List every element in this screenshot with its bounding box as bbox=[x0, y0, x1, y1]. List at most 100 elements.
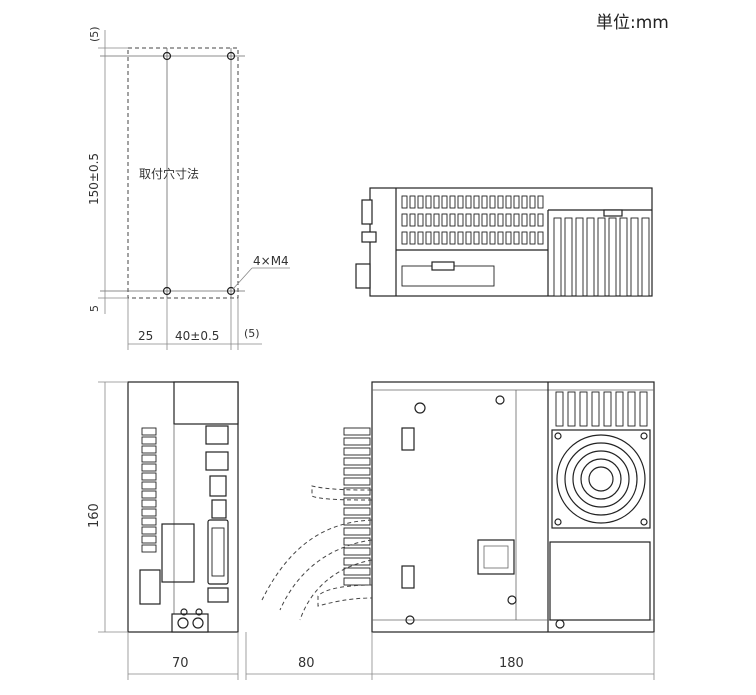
vent-slot bbox=[449, 213, 456, 227]
mounting-hole-top-left bbox=[162, 51, 172, 61]
heatsink-fin bbox=[575, 217, 584, 297]
dim-bottom-margin: 5 bbox=[88, 305, 101, 312]
connector-segment bbox=[343, 477, 371, 486]
vent-slot bbox=[537, 213, 544, 227]
connector-segment bbox=[343, 467, 371, 476]
vent-slot bbox=[481, 195, 488, 209]
dim-front-height: 160 bbox=[87, 503, 102, 528]
connector-segment bbox=[343, 547, 371, 556]
vent-slot bbox=[457, 195, 464, 209]
vent-slot bbox=[401, 213, 408, 227]
connector-segment bbox=[343, 507, 371, 516]
vent-slot bbox=[465, 231, 472, 245]
mounting-hole-label: 取付穴寸法 bbox=[139, 166, 199, 181]
fan-ring bbox=[572, 450, 630, 508]
vent-slot bbox=[417, 213, 424, 227]
vent-slot bbox=[481, 213, 488, 227]
top-view bbox=[355, 187, 653, 297]
vent-slot bbox=[417, 231, 424, 245]
mounting-hole-view: 取付穴寸法 4×M4 (5) 150±0.5 5 25 40±0.5 (5) bbox=[87, 26, 290, 350]
side-connector-stack bbox=[343, 427, 371, 586]
dim-depth: 180 bbox=[499, 656, 524, 671]
vent-slot bbox=[529, 231, 536, 245]
side-cutout bbox=[477, 539, 515, 575]
top-view-vents bbox=[401, 195, 544, 245]
heatsink-fin bbox=[619, 217, 628, 297]
vent-slot bbox=[457, 231, 464, 245]
cable-4 bbox=[311, 485, 373, 501]
dim-left-offset: 25 bbox=[138, 329, 153, 343]
vent-slot bbox=[465, 195, 472, 209]
heatsink-fin bbox=[641, 217, 650, 297]
heatsink-fin bbox=[630, 217, 639, 297]
terminal-pin bbox=[141, 472, 157, 481]
vent-slot bbox=[449, 231, 456, 245]
cable-5 bbox=[317, 584, 373, 607]
connector-segment bbox=[343, 437, 371, 446]
vent-slot bbox=[489, 195, 496, 209]
connector-segment bbox=[343, 537, 371, 546]
terminal-pin bbox=[141, 454, 157, 463]
cooling-fan bbox=[556, 434, 646, 524]
vent-slot bbox=[481, 231, 488, 245]
terminal-pin bbox=[141, 508, 157, 517]
mounting-hole-bottom-left bbox=[162, 286, 172, 296]
dim-cable-clearance: 80 bbox=[298, 656, 315, 671]
front-cover bbox=[173, 381, 239, 425]
fan-ring bbox=[564, 442, 638, 516]
vent-slot bbox=[505, 195, 512, 209]
vent-slot bbox=[473, 195, 480, 209]
vent-slot bbox=[489, 213, 496, 227]
ground-screw-2 bbox=[192, 617, 204, 629]
heatsink-fin bbox=[555, 391, 564, 427]
usb-port bbox=[209, 475, 227, 497]
mounting-hole-top-right bbox=[226, 51, 236, 61]
encoder-connector bbox=[207, 587, 229, 603]
heatsink-fin bbox=[627, 391, 636, 427]
rj45-port-2 bbox=[205, 451, 229, 471]
terminal-pin bbox=[141, 463, 157, 472]
front-terminal-block bbox=[141, 427, 157, 553]
vent-slot bbox=[417, 195, 424, 209]
heatsink-fin bbox=[615, 391, 624, 427]
vent-slot bbox=[433, 231, 440, 245]
connector-segment bbox=[343, 427, 371, 436]
cable-1 bbox=[261, 519, 373, 601]
fan-ring bbox=[588, 466, 614, 492]
fan-ring bbox=[580, 458, 622, 500]
vent-slot bbox=[537, 195, 544, 209]
terminal-pin bbox=[141, 544, 157, 553]
terminal-pin bbox=[141, 517, 157, 526]
connector-segment bbox=[343, 447, 371, 456]
connector-segment bbox=[343, 557, 371, 566]
mounting-hole-bottom-right bbox=[226, 286, 236, 296]
ground-screw-1 bbox=[177, 617, 189, 629]
vent-slot bbox=[497, 213, 504, 227]
connector-segment bbox=[343, 497, 371, 506]
vent-slot bbox=[497, 195, 504, 209]
vent-slot bbox=[473, 231, 480, 245]
vent-slot bbox=[401, 231, 408, 245]
heatsink-fin bbox=[603, 391, 612, 427]
heatsink-fins-side bbox=[555, 391, 648, 427]
dim-top-margin: (5) bbox=[88, 26, 101, 42]
terminal-pin bbox=[141, 481, 157, 490]
side-view: 80 180 bbox=[245, 381, 655, 680]
vent-slot bbox=[489, 231, 496, 245]
vent-slot bbox=[433, 195, 440, 209]
vent-slot bbox=[433, 213, 440, 227]
vent-slot bbox=[497, 231, 504, 245]
vent-slot bbox=[513, 195, 520, 209]
terminal-pin bbox=[141, 535, 157, 544]
heatsink-fin bbox=[591, 391, 600, 427]
vent-slot bbox=[529, 195, 536, 209]
vent-slot bbox=[505, 231, 512, 245]
front-small-connector bbox=[139, 569, 161, 605]
terminal-pin bbox=[141, 490, 157, 499]
heatsink-fin bbox=[553, 217, 562, 297]
heatsink-fins-top bbox=[553, 217, 650, 297]
connector-segment bbox=[343, 457, 371, 466]
vent-slot bbox=[521, 231, 528, 245]
vent-slot bbox=[521, 213, 528, 227]
vent-slot bbox=[425, 213, 432, 227]
